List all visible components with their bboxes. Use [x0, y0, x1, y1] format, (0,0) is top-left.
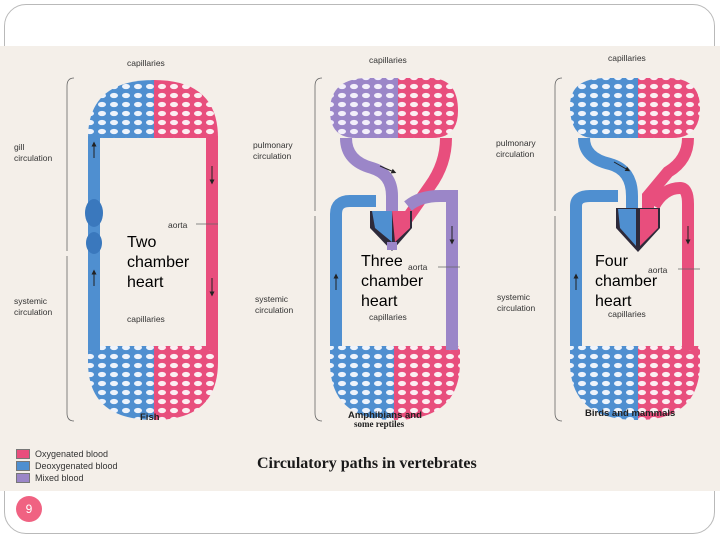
bracket [66, 77, 75, 251]
amphibian-body-capillaries-red [394, 346, 460, 420]
fish-top-capillaries-label: capillaries [127, 58, 165, 68]
mammal-lung-capillaries-blue [570, 78, 638, 138]
amphibian-systemic-vein [330, 195, 376, 346]
mammal-lung-capillaries-red [638, 78, 700, 138]
mammal-heart-left-side [640, 209, 658, 246]
fish-aorta-label: aorta [168, 220, 188, 230]
amphibian-top-capillaries-label: capillaries [369, 55, 407, 65]
mammal-systemic-vein [570, 190, 618, 346]
legend-item-deoxygenated: Deoxygenated blood [16, 460, 118, 472]
amphibian-heart-atrium [392, 211, 410, 242]
amphibian-panel [314, 77, 460, 422]
fish-gill-capillaries-red [154, 80, 218, 138]
amphibian-aorta-label: aorta [408, 262, 428, 272]
mammal-aorta [648, 181, 694, 350]
three-chamber-heart-label: Three chamber heart [361, 253, 424, 310]
amphibian-pulmonary-vein [397, 137, 452, 230]
flow-arrow [613, 161, 631, 172]
legend-item-mixed: Mixed blood [16, 472, 84, 484]
amphibian-aorta [404, 190, 458, 350]
amphibian-bottom-capillaries-label: capillaries [369, 312, 407, 322]
oxygenated-swatch [16, 449, 30, 459]
two-chamber-heart-label: Two chamber heart [127, 234, 190, 291]
four-chamber-heart-label: Four chamber heart [595, 253, 658, 310]
bracket [554, 216, 563, 422]
mammal-pulmonary-artery [578, 137, 638, 214]
mammal-panel [554, 77, 700, 422]
amphibian-body-capillaries-blue [330, 346, 394, 420]
slide-title: Circulatory paths in vertebrates [257, 455, 477, 472]
fish-bottom-capillaries-label: capillaries [127, 314, 165, 324]
fish-heart-chamber [86, 232, 102, 254]
amphibian-caption-line2: some reptiles [354, 419, 405, 429]
amphibian-lung-capillaries-red [398, 78, 458, 138]
fish-gill-capillaries-blue [88, 80, 154, 138]
bracket [314, 216, 323, 422]
legend-item-oxygenated: Oxygenated blood [16, 448, 108, 460]
mammal-pulmonary-vein [642, 137, 694, 214]
flow-arrow [379, 165, 397, 174]
mammal-heart-right-side [618, 209, 636, 246]
mixed-swatch [16, 473, 30, 483]
mammal-body-capillaries-blue [570, 346, 638, 420]
legend-label: Deoxygenated blood [35, 461, 118, 471]
deoxygenated-swatch [16, 461, 30, 471]
fish-panel [66, 77, 218, 422]
amphibian-caption-line1: Amphibians and [348, 410, 422, 421]
legend-label: Mixed blood [35, 473, 84, 483]
amphibian-lung-capillaries-mixed [330, 78, 398, 138]
mammal-caption: Birds and mammals [585, 408, 675, 419]
amphibian-heart-atrium [372, 211, 392, 242]
fish-body-capillaries-red [154, 346, 218, 420]
diagram-svg: capillaries capillaries capillaries capi… [14, 53, 700, 429]
amphibian-pulmonary-artery [340, 137, 398, 216]
circulatory-diagram: capillaries capillaries capillaries capi… [0, 46, 720, 491]
mammal-top-capillaries-label: capillaries [608, 53, 646, 63]
mammal-bottom-capillaries-label: capillaries [608, 309, 646, 319]
bracket [314, 77, 323, 211]
bracket [554, 77, 563, 211]
fish-caption: Fish [140, 412, 160, 423]
legend-label: Oxygenated blood [35, 449, 109, 459]
fish-artery [206, 136, 218, 350]
bracket [66, 256, 75, 422]
fish-body-capillaries-blue [88, 346, 154, 420]
fish-heart-chamber [85, 199, 103, 227]
mammal-aorta-label: aorta [648, 265, 668, 275]
page-number-badge: 9 [16, 496, 42, 522]
mammal-body-capillaries-red [638, 346, 700, 420]
